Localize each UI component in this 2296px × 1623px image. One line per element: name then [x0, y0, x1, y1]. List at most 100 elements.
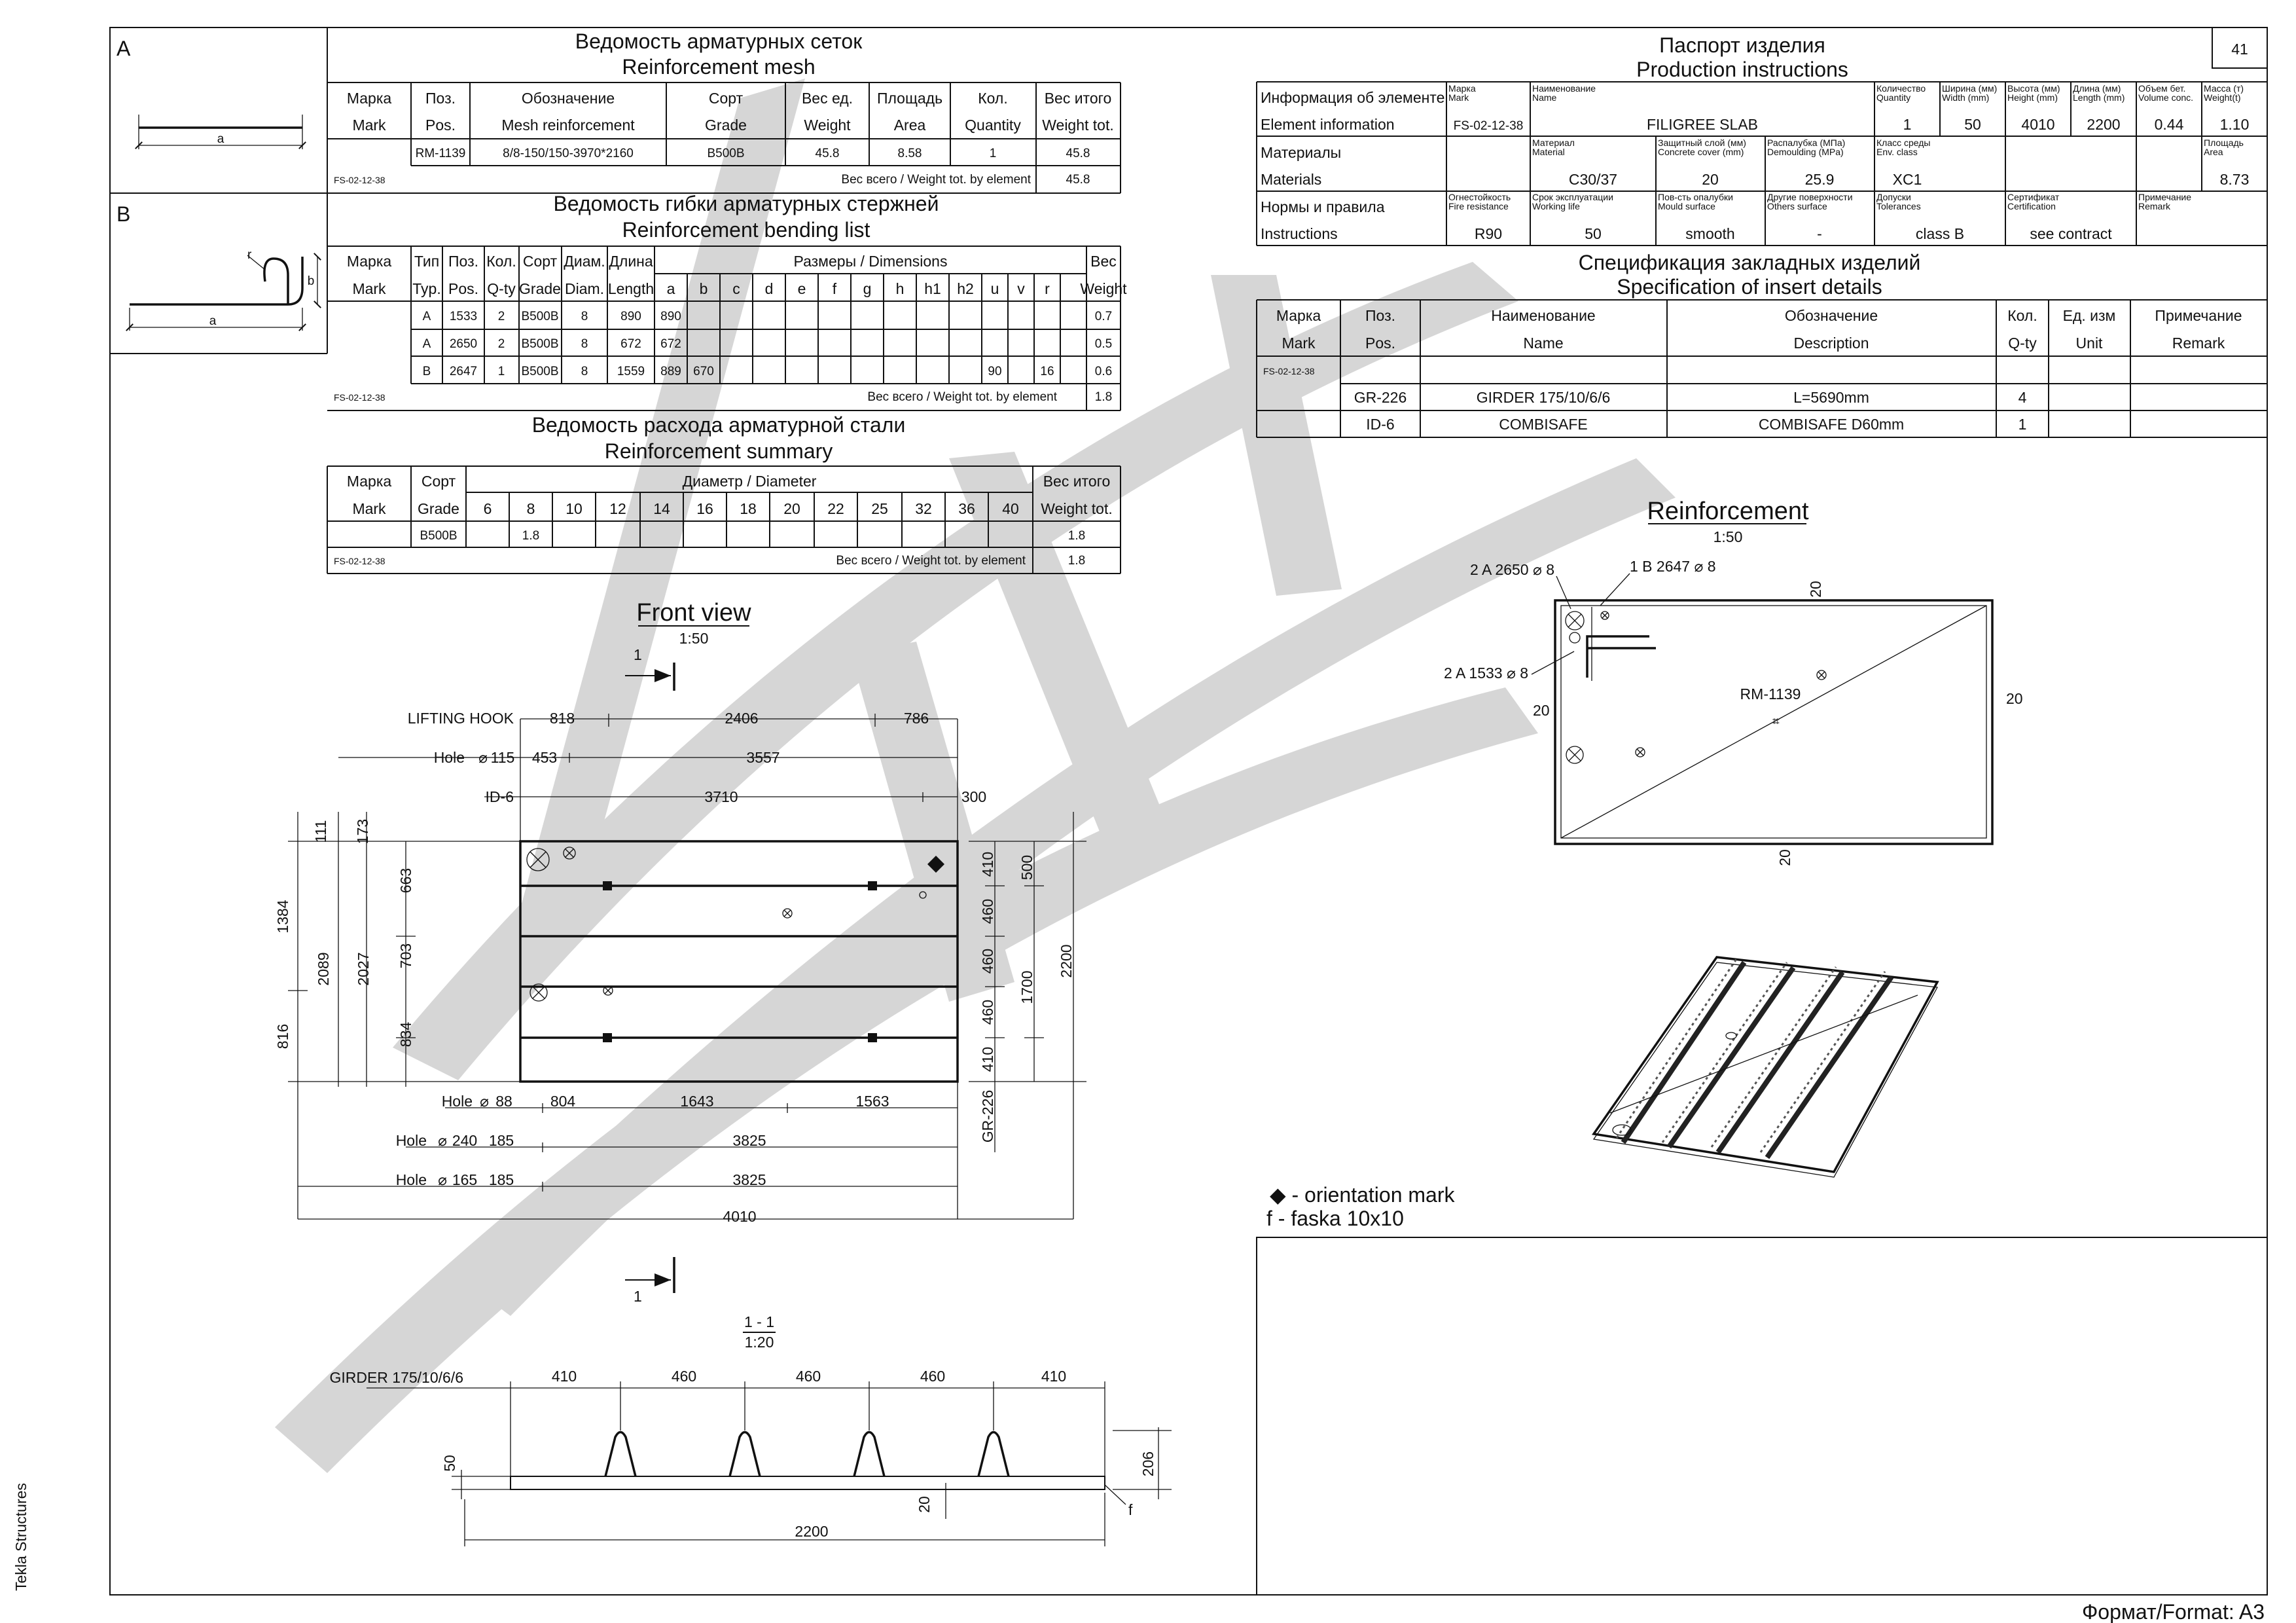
- svg-text:Mesh reinforcement: Mesh reinforcement: [501, 117, 635, 134]
- svg-text:50: 50: [1585, 225, 1602, 242]
- svg-text:Mark: Mark: [1282, 335, 1316, 352]
- shape-a-letter: A: [117, 37, 131, 60]
- svg-text:6: 6: [484, 500, 492, 517]
- sheet-frame: [109, 27, 2268, 1596]
- svg-text:1.8: 1.8: [1068, 554, 1085, 568]
- svg-text:20: 20: [1776, 849, 1793, 866]
- sheet-number: 41: [2231, 41, 2248, 58]
- svg-text:Q-ty: Q-ty: [2008, 335, 2037, 352]
- svg-text:12: 12: [609, 500, 626, 517]
- svg-text:Pos.: Pos.: [425, 117, 456, 134]
- svg-text:25: 25: [871, 500, 888, 517]
- svg-text:Production instructions: Production instructions: [1636, 58, 1848, 81]
- svg-text:670: 670: [693, 365, 714, 378]
- svg-text:Mark: Mark: [1448, 92, 1469, 103]
- svg-text:Поз.: Поз.: [425, 90, 456, 107]
- shape-b-dim-b: b: [308, 274, 315, 288]
- svg-text:240: 240: [452, 1132, 477, 1149]
- svg-text:Mark: Mark: [352, 280, 386, 297]
- svg-text:Вес всего / Weight tot. by ele: Вес всего / Weight tot. by element: [841, 173, 1031, 187]
- svg-text:RM-1139: RM-1139: [416, 147, 466, 160]
- front-view-scale: 1:50: [679, 630, 709, 647]
- svg-text:1:20: 1:20: [745, 1334, 774, 1351]
- svg-text:smooth: smooth: [1685, 225, 1734, 242]
- svg-text:410: 410: [552, 1368, 577, 1385]
- svg-text:165: 165: [452, 1171, 477, 1188]
- svg-text:Remark: Remark: [2172, 335, 2225, 352]
- svg-text:0.5: 0.5: [1095, 337, 1112, 351]
- svg-text:Reinforcement summary: Reinforcement summary: [605, 439, 833, 463]
- svg-text:Сорт: Сорт: [523, 253, 558, 270]
- svg-text:2650: 2650: [450, 337, 477, 351]
- svg-text:Обозначение: Обозначение: [522, 90, 615, 107]
- svg-text:410: 410: [1041, 1368, 1066, 1385]
- inserts-headers: Марка Mark Поз. Pos. Наименование Name О…: [1276, 307, 2242, 352]
- svg-text:b: b: [700, 280, 708, 297]
- shape-b-dim-a: a: [209, 314, 217, 328]
- svg-text:3825: 3825: [732, 1171, 766, 1188]
- svg-text:f: f: [1128, 1501, 1133, 1518]
- svg-text:Вес итого: Вес итого: [1045, 90, 1112, 107]
- svg-text:Сертификат: Сертификат: [2007, 192, 2060, 202]
- svg-text:Вес всего / Weight tot. by ele: Вес всего / Weight tot. by element: [836, 554, 1026, 568]
- svg-text:Размеры / Dimensions: Размеры / Dimensions: [794, 253, 948, 270]
- note-orientation: ◆ - orientation mark: [1270, 1183, 1455, 1207]
- svg-text:Площадь: Площадь: [877, 90, 942, 107]
- svg-text:Примечание: Примечание: [2155, 307, 2242, 324]
- svg-text:Марка: Марка: [1448, 83, 1476, 94]
- svg-text:40: 40: [1002, 500, 1019, 517]
- svg-text:672: 672: [620, 337, 641, 351]
- svg-text:32: 32: [915, 500, 932, 517]
- svg-text:3825: 3825: [732, 1132, 766, 1149]
- svg-text:B500B: B500B: [521, 337, 558, 351]
- section-1-1: 1 - 1 1:20: [329, 1313, 1172, 1546]
- svg-text:Площадь: Площадь: [2204, 137, 2244, 148]
- bending-table: Ведомость гибки арматурных стержней Rein…: [327, 192, 1127, 411]
- svg-text:2200: 2200: [1058, 944, 1075, 977]
- svg-text:4010: 4010: [723, 1208, 756, 1225]
- svg-text:Env. class: Env. class: [1876, 147, 1918, 157]
- svg-text:f: f: [833, 280, 837, 297]
- svg-text:Remark: Remark: [2138, 201, 2171, 211]
- summary-table: Ведомость расхода арматурной стали Reinf…: [327, 413, 1121, 574]
- svg-text:453: 453: [532, 749, 557, 766]
- svg-text:816: 816: [274, 1024, 291, 1049]
- svg-text:460: 460: [979, 1000, 996, 1025]
- svg-text:1.8: 1.8: [1095, 390, 1112, 404]
- svg-text:B: B: [423, 365, 431, 378]
- svg-text:Reinforcement bending list: Reinforcement bending list: [622, 218, 870, 242]
- svg-text:20: 20: [783, 500, 800, 517]
- svg-text:3710: 3710: [704, 788, 738, 805]
- svg-text:Другие поверхности: Другие поверхности: [1767, 192, 1853, 202]
- svg-text:1559: 1559: [617, 365, 645, 378]
- passport-row3: Огнестойкость Fire resistance Срок экспл…: [1448, 192, 2191, 242]
- svg-text:Длина (мм): Длина (мм): [2073, 83, 2121, 94]
- svg-text:1: 1: [2018, 416, 2027, 433]
- svg-text:8/8-150/150-3970*2160: 8/8-150/150-3970*2160: [503, 147, 634, 160]
- svg-text:Допуски: Допуски: [1876, 192, 1911, 202]
- svg-text:u: u: [991, 280, 999, 297]
- svg-text:FS-02-12-38: FS-02-12-38: [1263, 366, 1315, 376]
- svg-text:1: 1: [1903, 116, 1912, 133]
- svg-text:90: 90: [988, 365, 1001, 378]
- svg-text:1: 1: [634, 1288, 642, 1305]
- svg-text:⌀: ⌀: [478, 749, 488, 766]
- svg-text:1.10: 1.10: [2220, 116, 2250, 133]
- svg-text:e: e: [798, 280, 806, 297]
- svg-text:2027: 2027: [355, 952, 372, 985]
- svg-text:Марка: Марка: [1276, 307, 1321, 324]
- bending-row-1: A 1533 2 B500B 8 890 890 0.7: [423, 310, 1113, 323]
- svg-text:c: c: [732, 280, 740, 297]
- svg-text:Ед. изм: Ед. изм: [2063, 307, 2116, 324]
- svg-text:GIRDER 175/10/6/6: GIRDER 175/10/6/6: [329, 1369, 463, 1386]
- svg-text:COMBISAFE: COMBISAFE: [1499, 416, 1587, 433]
- svg-text:2089: 2089: [315, 952, 332, 985]
- svg-text:1643: 1643: [680, 1093, 713, 1110]
- svg-text:Hole: Hole: [396, 1171, 427, 1188]
- svg-text:185: 185: [489, 1171, 514, 1188]
- svg-text:Others surface: Others surface: [1767, 201, 1827, 211]
- svg-text:Обозначение: Обозначение: [1785, 307, 1878, 324]
- slab-outline: [519, 840, 959, 1083]
- svg-text:Распалубка (МПа): Распалубка (МПа): [1767, 137, 1845, 148]
- svg-text:Марка: Марка: [347, 90, 392, 107]
